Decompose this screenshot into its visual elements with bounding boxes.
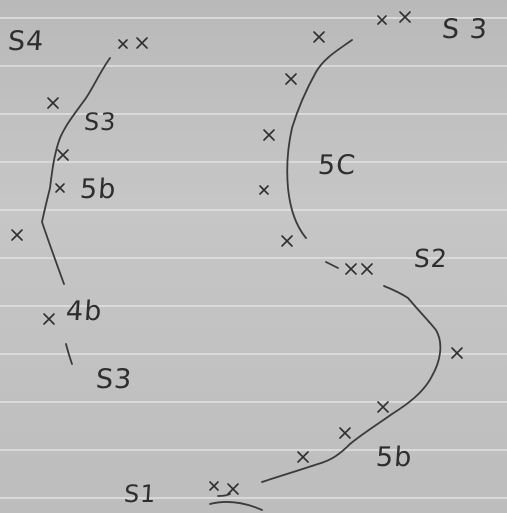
x-marker-icon (227, 483, 239, 495)
ruled-lines (0, 17, 507, 499)
x-marker-icon (47, 97, 59, 109)
label-5c: 5C (316, 150, 358, 181)
x-marker-icon (11, 229, 23, 241)
x-marker-icon (377, 15, 387, 25)
left-boundary-line (41, 57, 111, 365)
x-marker-icon (313, 31, 325, 43)
label-s2: S2 (412, 244, 449, 273)
label-s3-bottom: S3 (94, 364, 134, 395)
label-5b-right: 5b (374, 442, 414, 473)
x-marker-icon (209, 481, 219, 491)
x-marker-icon (285, 73, 297, 85)
x-marker-icon (259, 185, 269, 195)
x-marker-icon (57, 149, 69, 161)
x-marker-icon (297, 451, 309, 463)
x-marker-icon (118, 39, 128, 49)
x-marker-icon (361, 263, 373, 275)
x-marker-icon (339, 427, 351, 439)
right-boundary-line (209, 39, 442, 511)
x-marker-icon (43, 313, 55, 325)
label-4b: 4b (64, 296, 104, 327)
label-s3-top-right: S 3 (440, 14, 489, 45)
label-5b-left: 5b (78, 174, 118, 205)
label-s4: S4 (6, 26, 46, 57)
x-marker-icon (263, 129, 275, 141)
x-marker-icon (345, 263, 357, 275)
x-marker-icon (377, 401, 389, 413)
label-s1: S1 (123, 480, 158, 508)
x-marker-icon (399, 11, 411, 23)
x-marker-icon (281, 235, 293, 247)
label-s3-left: S3 (83, 108, 118, 136)
x-marker-icon (55, 183, 65, 193)
x-marker-icon (451, 347, 463, 359)
x-marker-icon (136, 37, 148, 49)
x-markers (11, 11, 463, 495)
